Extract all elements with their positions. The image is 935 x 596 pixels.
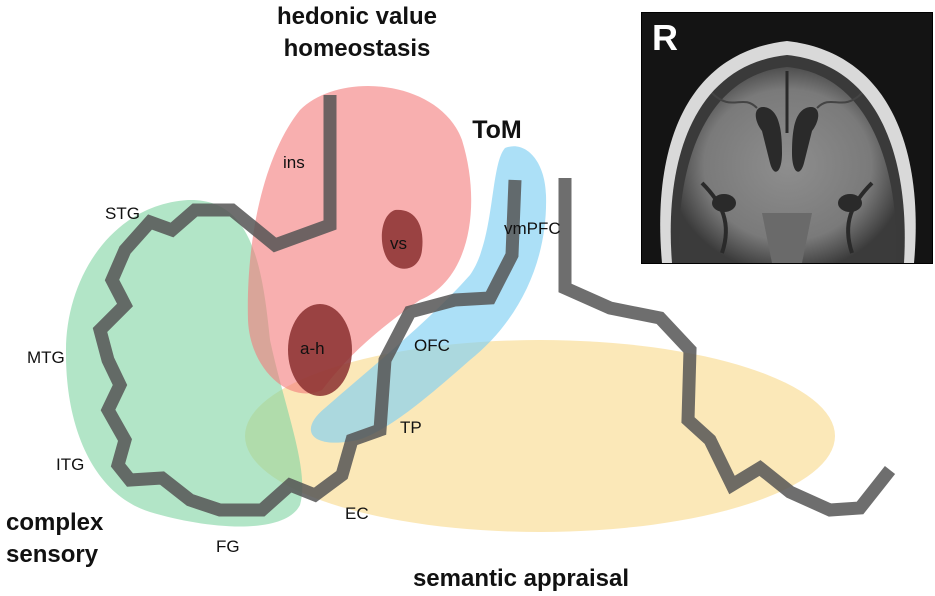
label-tp: TP [400,418,422,437]
mri-slice-drawing [642,13,932,263]
label-fg: FG [216,537,240,556]
tom-heading: ToM [472,116,522,144]
label-ins: ins [283,153,305,172]
label-ofc: OFC [414,336,450,355]
semantic-appraisal-heading: semantic appraisal [413,565,629,592]
complex-sensory-line2: sensory [6,541,99,568]
mri-coronal-image: R [641,12,933,264]
label-ah: a-h [300,339,325,358]
label-stg: STG [105,204,140,223]
label-vs: vs [390,234,407,253]
amygdala-hippocampus-nucleus [288,304,352,396]
right-cortical-outline [558,178,896,517]
label-mtg: MTG [27,348,65,367]
label-ec: EC [345,504,369,523]
hedonic-heading-line2: homeostasis [284,35,431,62]
hedonic-heading-line1: hedonic value [277,3,437,30]
complex-sensory-line1: complex [6,509,104,536]
label-itg: ITG [56,455,84,474]
vs-nucleus [381,209,423,269]
left-cortical-outline [92,95,522,517]
orientation-label: R [652,17,678,58]
label-vmpfc: vmPFC [504,219,561,238]
